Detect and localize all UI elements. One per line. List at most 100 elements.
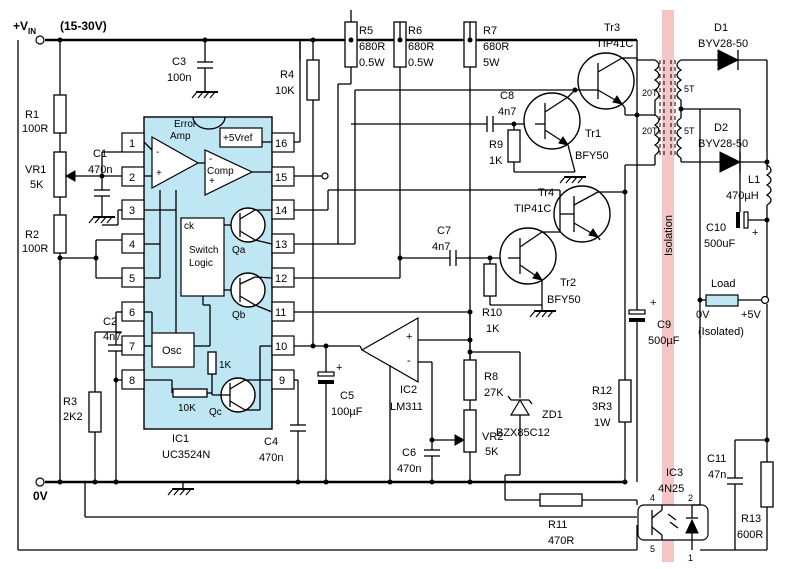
svg-text:8: 8 (129, 375, 135, 387)
ic1-right-pins: 9 10 11 12 13 14 15 16 (271, 132, 295, 390)
vr1-label: VR1 (25, 164, 46, 176)
svg-text:5: 5 (129, 273, 135, 285)
r3-label: R3 (63, 396, 77, 408)
d2-part: BYV28-50 (698, 138, 748, 150)
svg-text:9: 9 (279, 375, 285, 387)
l1-value: 470µH (726, 190, 759, 202)
c6-label: C6 (402, 447, 416, 459)
r2-value: 100R (22, 243, 48, 255)
c9-label: C9 (657, 319, 671, 331)
svg-text:+: + (156, 168, 162, 179)
c5-value: 100µF (331, 406, 363, 418)
svg-text:10: 10 (275, 341, 287, 353)
load-resistor (705, 294, 739, 307)
zd1-part: BZX85C12 (496, 427, 550, 439)
vin-label: +VIN (13, 19, 36, 36)
c1-value: 470n (88, 164, 112, 176)
c4-label: C4 (264, 436, 278, 448)
zd1-label: ZD1 (542, 409, 563, 421)
c8-value: 4n7 (498, 106, 516, 118)
r11-resistor (539, 493, 583, 507)
ic1-qa-transistor (230, 207, 266, 243)
tr2-part: BFY50 (547, 294, 581, 306)
r2-label: R2 (25, 229, 39, 241)
ground-symbol-c3 (191, 91, 219, 99)
load-isolated-note: (Isolated) (698, 326, 744, 338)
ic1-label: IC1 (172, 433, 189, 445)
tr4-part: TIP41C (514, 203, 551, 215)
comp-label: Comp (207, 166, 234, 177)
ic3-pin1: 1 (688, 553, 693, 563)
isolation-label: Isolation (663, 215, 675, 256)
c3-value: 100n (167, 72, 191, 84)
r6-rating: 0.5W (408, 57, 434, 69)
c1-label: C1 (93, 148, 107, 160)
svg-text:+: + (752, 227, 758, 239)
c7-value: 4n7 (432, 241, 450, 253)
r10-value: 1K (486, 323, 500, 335)
svg-text:3: 3 (129, 205, 135, 217)
tr3-label: Tr3 (604, 22, 620, 34)
r11-value: 470R (548, 535, 574, 547)
ground-symbol-tr1 (559, 176, 587, 184)
svg-text:1: 1 (129, 138, 135, 150)
svg-text:14: 14 (275, 205, 287, 217)
svg-text:-: - (156, 147, 159, 158)
r4-resistor (306, 59, 320, 101)
ground-symbol-main (167, 488, 195, 496)
svg-text:12: 12 (275, 273, 287, 285)
svg-text:16: 16 (275, 138, 287, 150)
r13-resistor (760, 461, 774, 508)
c7-label: C7 (437, 225, 451, 237)
secondary-bottom-turns: 5T (684, 126, 695, 136)
svg-text:6: 6 (129, 307, 135, 319)
r11-label: R11 (548, 519, 567, 531)
vr2-potentiometer (463, 409, 477, 453)
svg-text:4: 4 (129, 239, 135, 251)
c9-value: 500µF (648, 335, 680, 347)
transformer-secondary-top (676, 59, 683, 101)
tr2-transistor (499, 227, 557, 285)
ic1-internal-1k (207, 351, 217, 375)
c11-value: 47n (708, 469, 726, 481)
c10-capacitor (736, 212, 740, 228)
transformer-secondary-bottom (676, 117, 683, 159)
r12-resistor (618, 379, 632, 423)
ic1-vref-block (219, 127, 263, 148)
ground-symbol-c1 (88, 216, 116, 224)
r7-value: 680R (483, 41, 509, 53)
svg-text:11: 11 (275, 307, 286, 319)
svg-text:-: - (209, 154, 212, 165)
svg-text:7: 7 (129, 341, 135, 353)
r13-value: 600R (737, 529, 763, 541)
vr2-label: VR2 (482, 431, 503, 443)
error-amp-label: Error (174, 119, 197, 130)
load-title: Load (711, 278, 735, 290)
r10-resistor (483, 263, 497, 297)
isolation-barrier (662, 10, 674, 562)
tr4-label: Tr4 (538, 187, 554, 199)
c3-label: C3 (172, 56, 186, 68)
r8-label: R8 (484, 371, 498, 383)
r13-label: R13 (741, 513, 761, 525)
vr2-value: 5K (485, 446, 499, 458)
ic3-pin5: 5 (650, 544, 655, 554)
r12-value: 3R3 (592, 401, 612, 413)
c5-capacitor (317, 371, 335, 377)
ic1-part: UC3524N (162, 449, 210, 461)
tr2-label: Tr2 (560, 277, 576, 289)
ic3-part: 4N25 (658, 483, 684, 495)
r12-label: R12 (592, 385, 612, 397)
svg-text:Logic: Logic (189, 258, 213, 269)
l1-label: L1 (748, 174, 760, 186)
svg-text:1K: 1K (219, 360, 232, 371)
ic1-left-pins: 1 2 3 4 5 6 7 8 (121, 132, 145, 390)
tr1-label: Tr1 (585, 128, 601, 140)
r1-resistor (53, 94, 67, 134)
svg-text:+: + (406, 331, 412, 343)
c10-value: 500uF (704, 238, 735, 250)
d2-label: D2 (714, 122, 728, 134)
tr3-part: TIP41C (596, 38, 633, 50)
c6-value: 470n (397, 463, 421, 475)
